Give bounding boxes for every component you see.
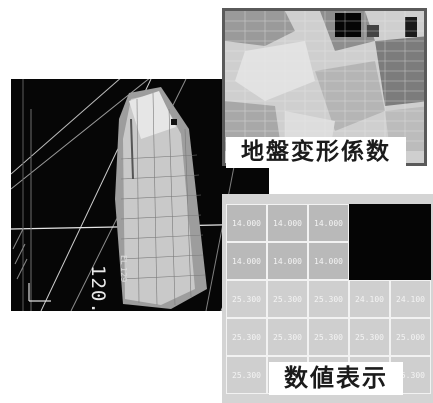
elevation-small-label: EL 129	[119, 255, 128, 283]
elevation-label: 120.0	[87, 265, 109, 311]
value-cell: 25.300	[226, 318, 267, 356]
value-cell: 25.000	[390, 318, 431, 356]
value-cell: 14.000	[267, 204, 308, 242]
value-cell: 25.300	[226, 280, 267, 318]
value-cell: 25.300	[308, 318, 349, 356]
value-cell: 14.000	[226, 242, 267, 280]
value-cell	[349, 204, 390, 242]
value-cell: 14.000	[226, 204, 267, 242]
numeric-display-caption: 数値表示	[269, 362, 403, 395]
value-cell: 14.000	[308, 204, 349, 242]
value-cell: 25.300	[349, 318, 390, 356]
value-cell: 25.300	[267, 280, 308, 318]
cad-drawing	[11, 79, 269, 311]
value-cell: 25.300	[226, 356, 267, 394]
deformation-coefficient-panel[interactable]	[222, 8, 427, 166]
value-cell: 25.300	[308, 280, 349, 318]
value-cell: 14.000	[308, 242, 349, 280]
value-cell: 24.100	[349, 280, 390, 318]
coefficient-caption: 地盤変形係数	[226, 137, 406, 168]
value-cell	[390, 242, 431, 280]
value-cell: 24.100	[390, 280, 431, 318]
value-cell	[390, 204, 431, 242]
value-cell: 25.300	[267, 318, 308, 356]
value-cell: 14.000	[267, 242, 308, 280]
value-cell	[349, 242, 390, 280]
